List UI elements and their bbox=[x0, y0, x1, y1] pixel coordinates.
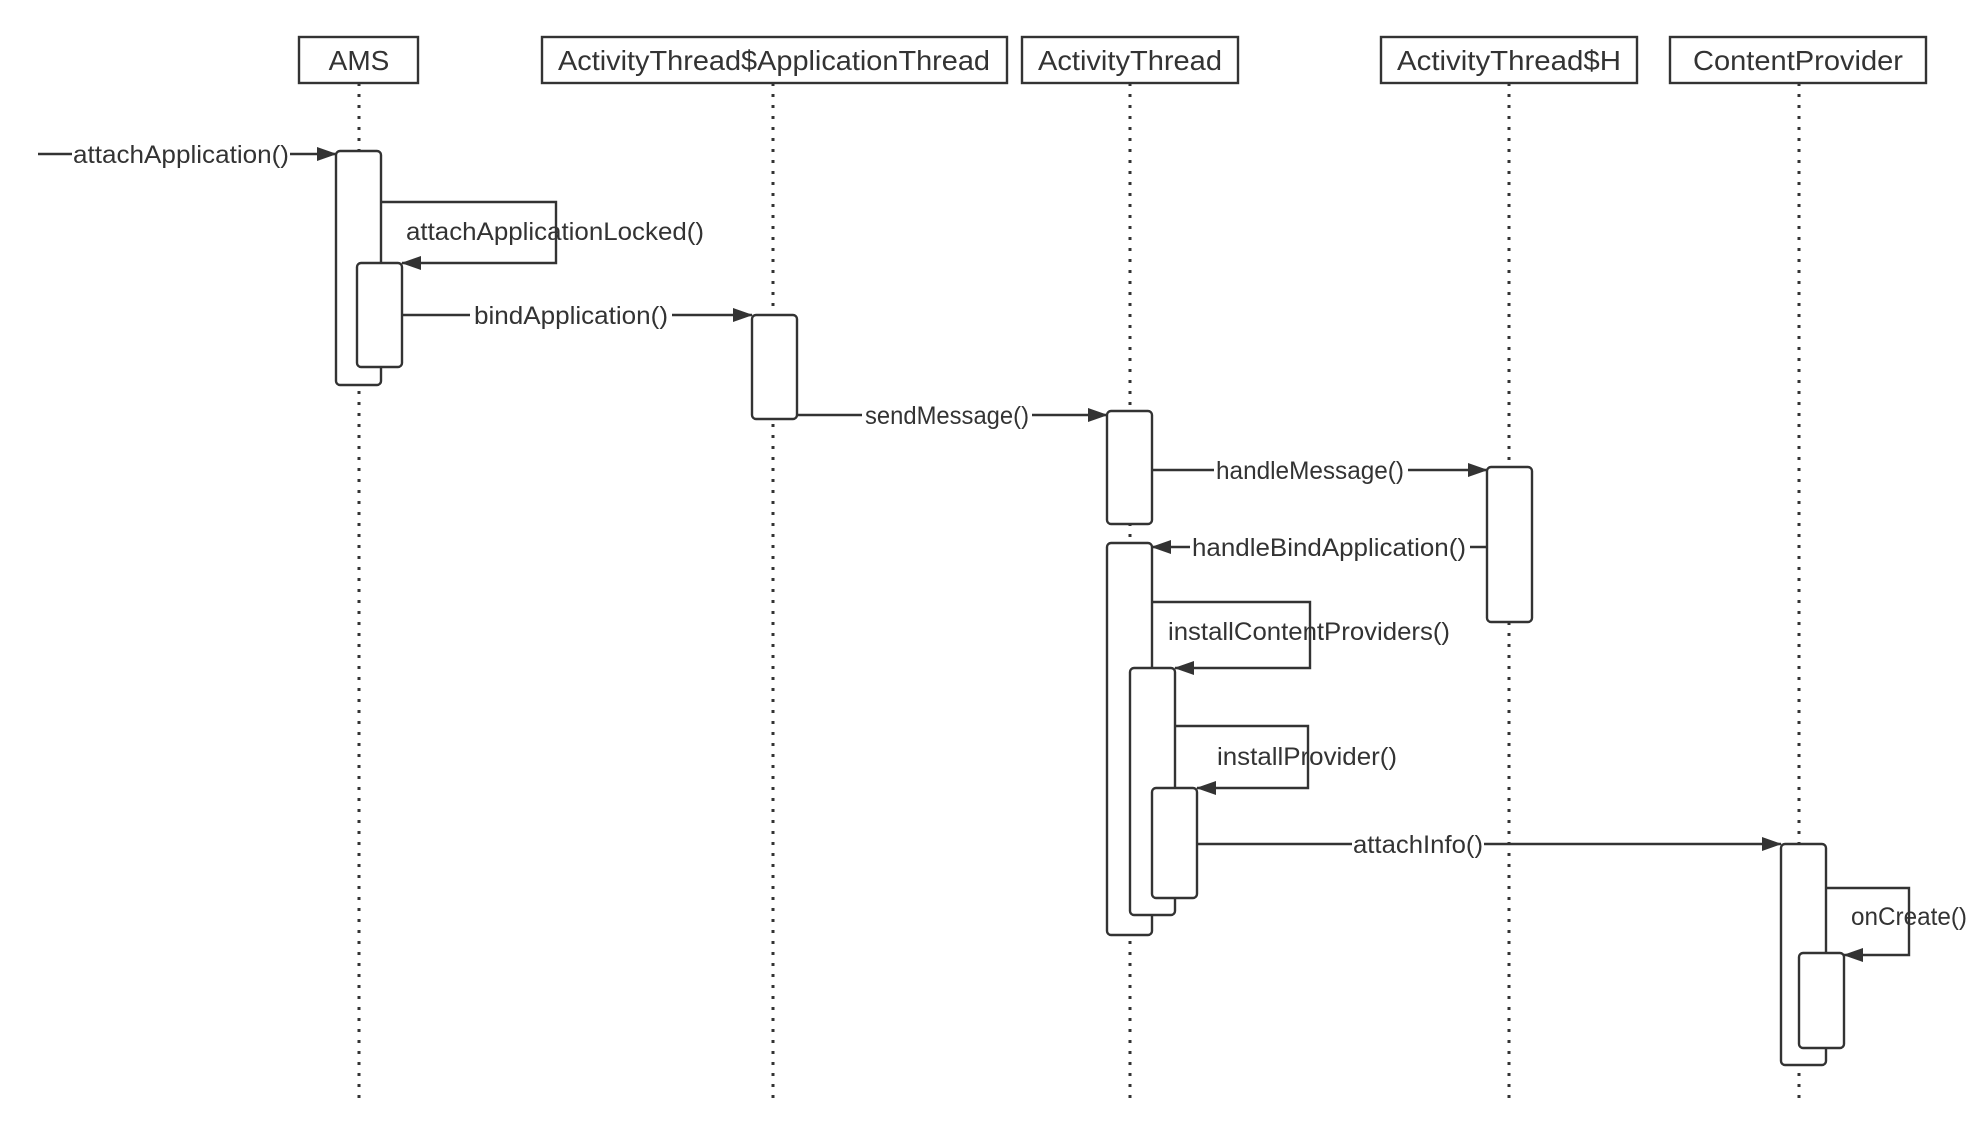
message-label: installProvider() bbox=[1217, 743, 1397, 771]
message-label: bindApplication() bbox=[474, 302, 668, 330]
message-label: attachApplication() bbox=[73, 141, 289, 169]
message-attach-application: attachApplication() bbox=[38, 141, 337, 169]
message-handle-message: handleMessage() bbox=[1152, 457, 1488, 485]
message-handle-bind-application: handleBindApplication() bbox=[1151, 534, 1487, 562]
participant-label: ActivityThread$H bbox=[1397, 45, 1621, 76]
self-message-path bbox=[1826, 886, 1911, 962]
participant-application-thread: ActivityThread$ApplicationThread bbox=[540, 35, 1009, 85]
participant-box bbox=[1020, 35, 1240, 85]
message-install-content-providers: installContentProviders() bbox=[1152, 600, 1450, 675]
message-label: onCreate() bbox=[1851, 903, 1967, 931]
message-send-message: sendMessage() bbox=[797, 402, 1108, 430]
participant-box bbox=[1379, 35, 1639, 85]
self-message-path bbox=[381, 200, 558, 270]
participant-box bbox=[297, 35, 420, 85]
participant-label: ActivityThread$ApplicationThread bbox=[558, 45, 990, 76]
participant-activity-thread: ActivityThread bbox=[1020, 35, 1240, 85]
participant-activity-thread-h: ActivityThread$H bbox=[1379, 35, 1639, 85]
message-install-provider: installProvider() bbox=[1175, 724, 1397, 795]
message-label: sendMessage() bbox=[865, 402, 1029, 430]
message-on-create: onCreate() bbox=[1826, 886, 1967, 962]
message-label: attachInfo() bbox=[1353, 831, 1483, 859]
message-label: handleBindApplication() bbox=[1192, 534, 1466, 562]
participant-content-provider: ContentProvider bbox=[1668, 35, 1928, 85]
message-label: handleMessage() bbox=[1216, 457, 1404, 485]
message-label: attachApplicationLocked() bbox=[406, 218, 704, 246]
participant-box bbox=[1668, 35, 1928, 85]
message-label: installContentProviders() bbox=[1168, 618, 1450, 646]
activations bbox=[334, 149, 1846, 1067]
activation-bar-on-create bbox=[1797, 951, 1846, 1050]
activation-bar-application-thread bbox=[750, 313, 799, 421]
self-message-path bbox=[1175, 724, 1310, 795]
activation-bar-install-provider bbox=[1150, 786, 1199, 900]
message-bind-application: bindApplication() bbox=[402, 302, 753, 330]
participant-box bbox=[540, 35, 1009, 85]
activation-bar-activity-thread-send bbox=[1105, 409, 1154, 526]
participant-ams: AMS bbox=[297, 35, 420, 85]
activation-bar-activity-thread-h bbox=[1485, 465, 1534, 624]
self-message-path bbox=[1152, 600, 1312, 675]
participant-label: ActivityThread bbox=[1038, 45, 1222, 76]
participant-label: AMS bbox=[329, 45, 390, 76]
participant-label: ContentProvider bbox=[1693, 45, 1903, 76]
message-attach-info: attachInfo() bbox=[1197, 831, 1782, 859]
activation-bar-ams-nested bbox=[355, 261, 404, 369]
message-attach-application-locked: attachApplicationLocked() bbox=[381, 200, 704, 270]
